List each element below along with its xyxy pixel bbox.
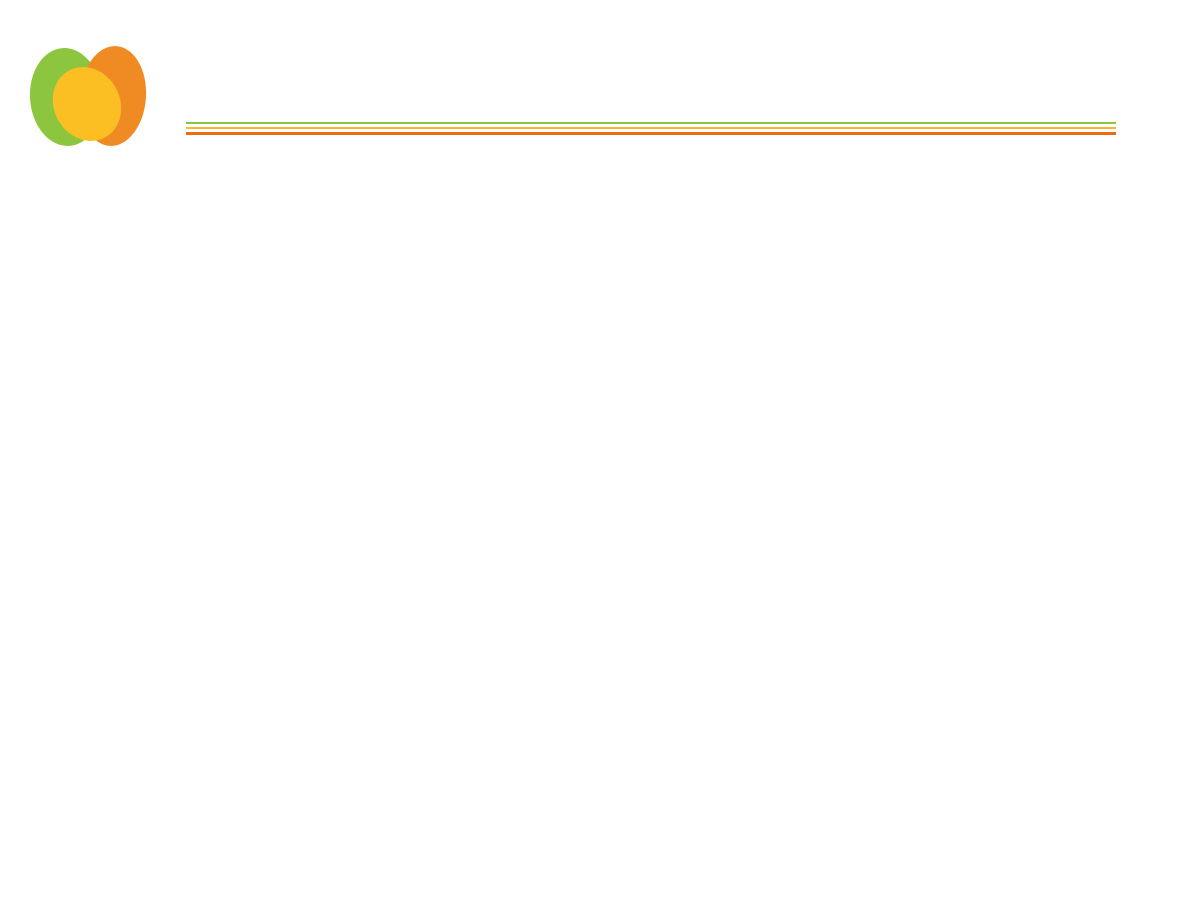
clinic-logo [22,43,182,164]
rule-yellow [186,127,1116,129]
page-header [0,0,1200,154]
rule-green [186,122,1116,124]
title-block [180,46,1190,52]
title-underline-rules [186,122,1116,138]
rule-orange [186,132,1116,135]
